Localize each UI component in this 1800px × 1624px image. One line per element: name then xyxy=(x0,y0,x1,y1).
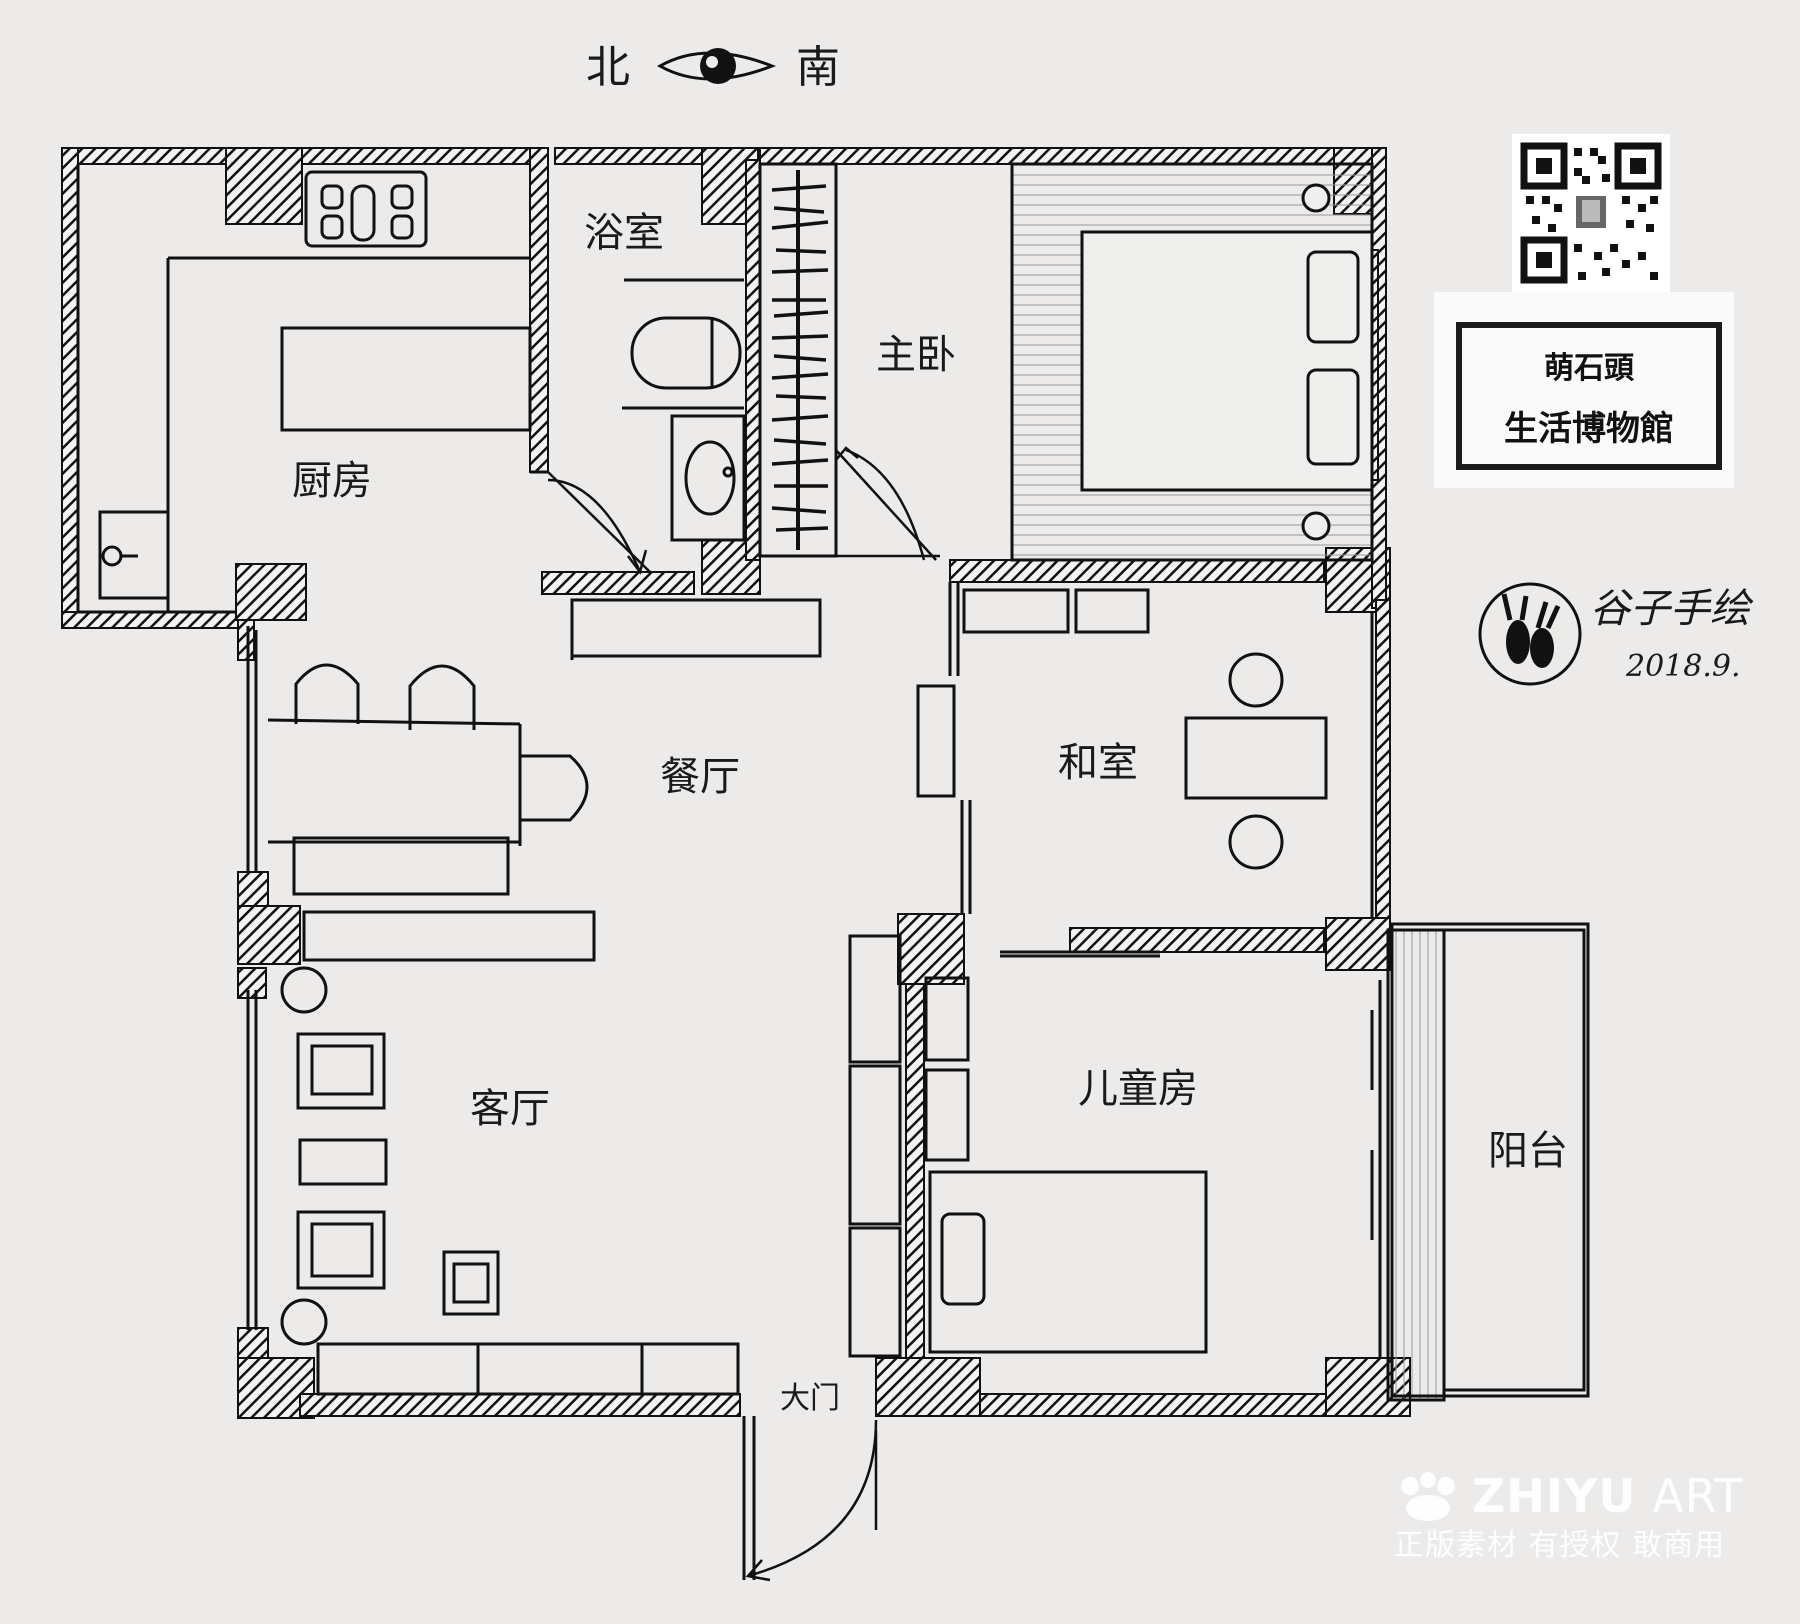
wall-outlines xyxy=(76,164,1382,1580)
japanese-room-furniture xyxy=(916,588,1328,870)
sink-icon xyxy=(101,545,123,567)
cabinet xyxy=(1074,588,1150,634)
bathroom-fixtures xyxy=(570,278,822,660)
tv-cabinet xyxy=(316,1342,740,1396)
signature-author: 谷子手绘 xyxy=(1590,586,1754,632)
chair xyxy=(408,664,476,730)
sideboard xyxy=(302,910,596,962)
entry-cabinet xyxy=(570,598,822,658)
room-label-main-door: 大门 xyxy=(780,1381,840,1416)
compass-south-label: 南 xyxy=(796,42,840,93)
wardrobe xyxy=(758,162,838,558)
shelf xyxy=(924,976,970,1062)
pillow xyxy=(1306,368,1360,466)
zhiyu-logo-icon xyxy=(1401,1472,1455,1521)
room-label-balcony: 阳台 xyxy=(1488,1128,1568,1174)
front-door-swing xyxy=(745,1419,878,1582)
pillow xyxy=(940,1212,986,1306)
armchair xyxy=(296,1032,386,1110)
balcony xyxy=(1386,922,1590,1402)
side-table-icon xyxy=(280,966,328,1014)
room-label-living-room: 客厅 xyxy=(470,1086,550,1132)
stamp-line2: 生活博物館 xyxy=(1504,408,1674,449)
rabbit-seal-icon xyxy=(1478,582,1582,686)
qr-code-icon xyxy=(1512,134,1670,292)
watermark-brand-bold: ZHIYU xyxy=(1472,1469,1637,1523)
compass-eye-icon xyxy=(656,48,777,84)
signature-date: 2018.9. xyxy=(1625,649,1741,684)
room-label-kitchen: 厨房 xyxy=(292,458,372,504)
room-label-kids-room: 儿童房 xyxy=(1078,1066,1198,1112)
room-label-master-bedroom: 主卧 xyxy=(876,332,956,378)
chair xyxy=(294,663,360,724)
tea-table xyxy=(1184,716,1328,800)
ottoman xyxy=(298,1138,388,1186)
basin-icon xyxy=(684,440,736,516)
cabinet xyxy=(962,588,1070,634)
sliding-panel xyxy=(916,684,956,798)
bench xyxy=(292,836,510,896)
shoe-cabinet xyxy=(848,934,902,1064)
brand-stamp: 萌石頭 生活博物館 xyxy=(1434,292,1734,488)
watermark-brand-light: ART xyxy=(1636,1469,1744,1523)
armchair xyxy=(296,1210,386,1290)
fridge xyxy=(98,510,170,600)
pillow xyxy=(1306,250,1360,344)
master-door-swing xyxy=(835,446,940,561)
kitchen-furniture xyxy=(98,170,532,600)
master-bedroom-furniture xyxy=(1010,162,1379,562)
kitchen-island xyxy=(280,326,532,432)
room-label-bathroom: 浴室 xyxy=(584,210,664,256)
chair xyxy=(520,754,589,822)
watermark-brand: ZHIYU ART xyxy=(1472,1468,1754,1524)
room-label-japanese-room: 和室 xyxy=(1058,740,1138,786)
dining-furniture xyxy=(267,663,596,962)
stove-icon xyxy=(304,170,428,248)
single-bed xyxy=(928,1170,1208,1354)
stamp-frame: 萌石頭 生活博物館 xyxy=(1456,322,1722,470)
side-table-icon xyxy=(280,1298,328,1346)
toilet-icon xyxy=(630,316,742,390)
nightstand-lamp-icon xyxy=(1301,183,1331,213)
watermark: ZHIYU ART 正版素材 有授权 敢商用 xyxy=(1394,1468,1754,1578)
nightstand-lamp-icon xyxy=(1301,511,1331,541)
basin-cabinet xyxy=(670,414,746,542)
kids-room-furniture xyxy=(848,934,1208,1358)
bathroom-door-swing xyxy=(547,471,651,575)
cushion-icon xyxy=(1228,814,1284,870)
living-room-furniture xyxy=(280,966,740,1396)
compass-north-label: 北 xyxy=(586,42,630,93)
stamp-line1: 萌石頭 xyxy=(1544,350,1634,386)
room-label-dining-room: 餐厅 xyxy=(660,754,740,800)
cushion-icon xyxy=(1228,652,1284,708)
stool xyxy=(442,1250,500,1316)
watermark-tagline: 正版素材 有授权 敢商用 xyxy=(1394,1528,1726,1563)
